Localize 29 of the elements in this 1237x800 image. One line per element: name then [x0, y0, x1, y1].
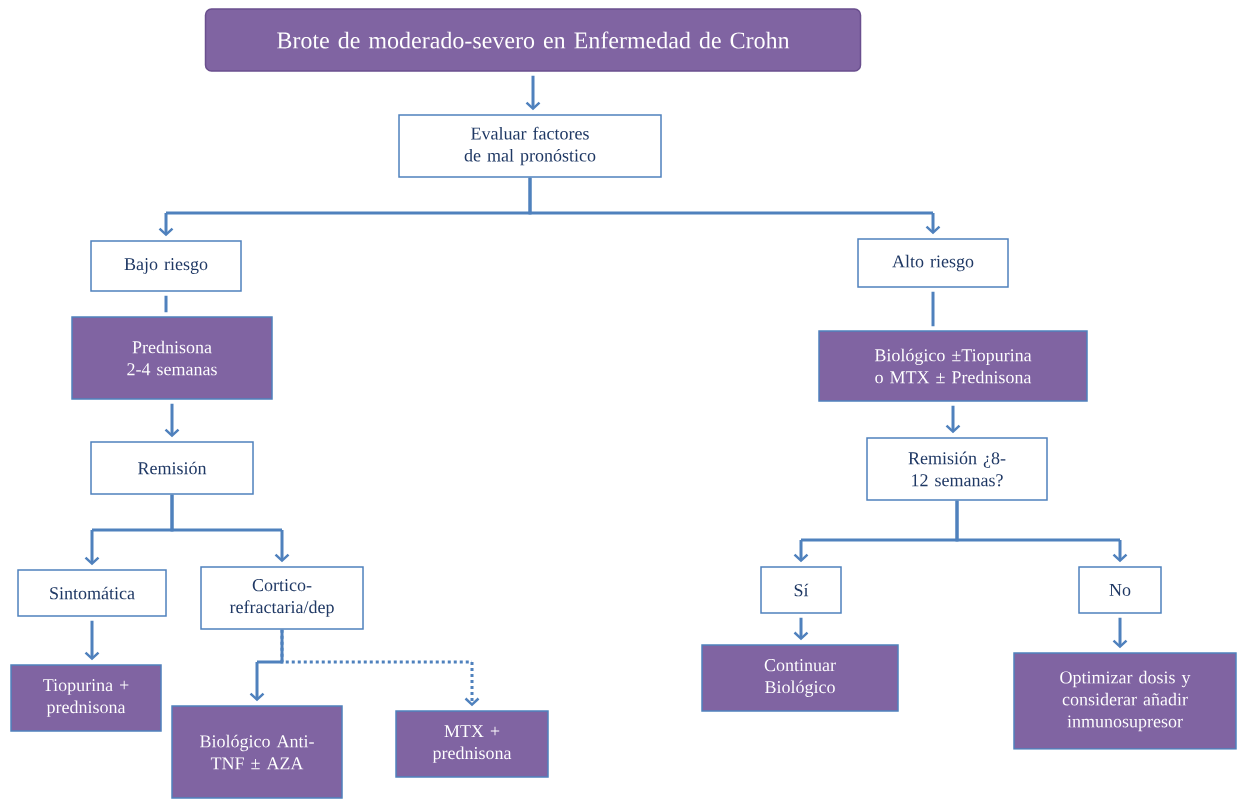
treatment-box: Prednisona 2-4 semanas [71, 316, 273, 400]
treatment-box: Tiopurina + prednisona [10, 664, 162, 732]
arrow [528, 177, 941, 235]
process-box: Alto riesgo [857, 238, 1009, 288]
treatment-box: Continuar Biológico [701, 644, 899, 712]
arrow [280, 629, 480, 707]
arrow [1112, 617, 1128, 649]
process-box: Sí [760, 566, 842, 614]
arrow [170, 494, 290, 563]
process-box: Sintomática [17, 569, 167, 617]
arrow [793, 617, 809, 641]
arrow [945, 405, 961, 434]
arrow [164, 403, 180, 438]
arrow [525, 75, 541, 111]
title-box: Brote de moderado-severo en Enfermedad de Crohn [204, 8, 862, 72]
process-box: Cortico-refractaria/dep [200, 566, 364, 630]
arrow [955, 500, 1128, 563]
process-box: Remisión [90, 441, 254, 495]
treatment-box: Biológico Anti-TNF ± AZA [171, 705, 343, 799]
process-box: Remisión ¿8-12 semanas? [866, 437, 1048, 501]
process-box: No [1078, 566, 1162, 614]
connector-line [931, 291, 935, 327]
connector-line [164, 295, 168, 313]
process-box: Evaluar factores de mal pronóstico [398, 114, 662, 178]
treatment-box: Optimizar dosis y considerar añadir inmunosupresor [1013, 652, 1237, 750]
treatment-box: MTX + prednisona [395, 710, 549, 778]
process-box: Bajo riesgo [90, 240, 242, 292]
treatment-box: Biológico ±Tiopurina o MTX ± Prednisona [818, 330, 1088, 402]
arrow [84, 620, 100, 661]
